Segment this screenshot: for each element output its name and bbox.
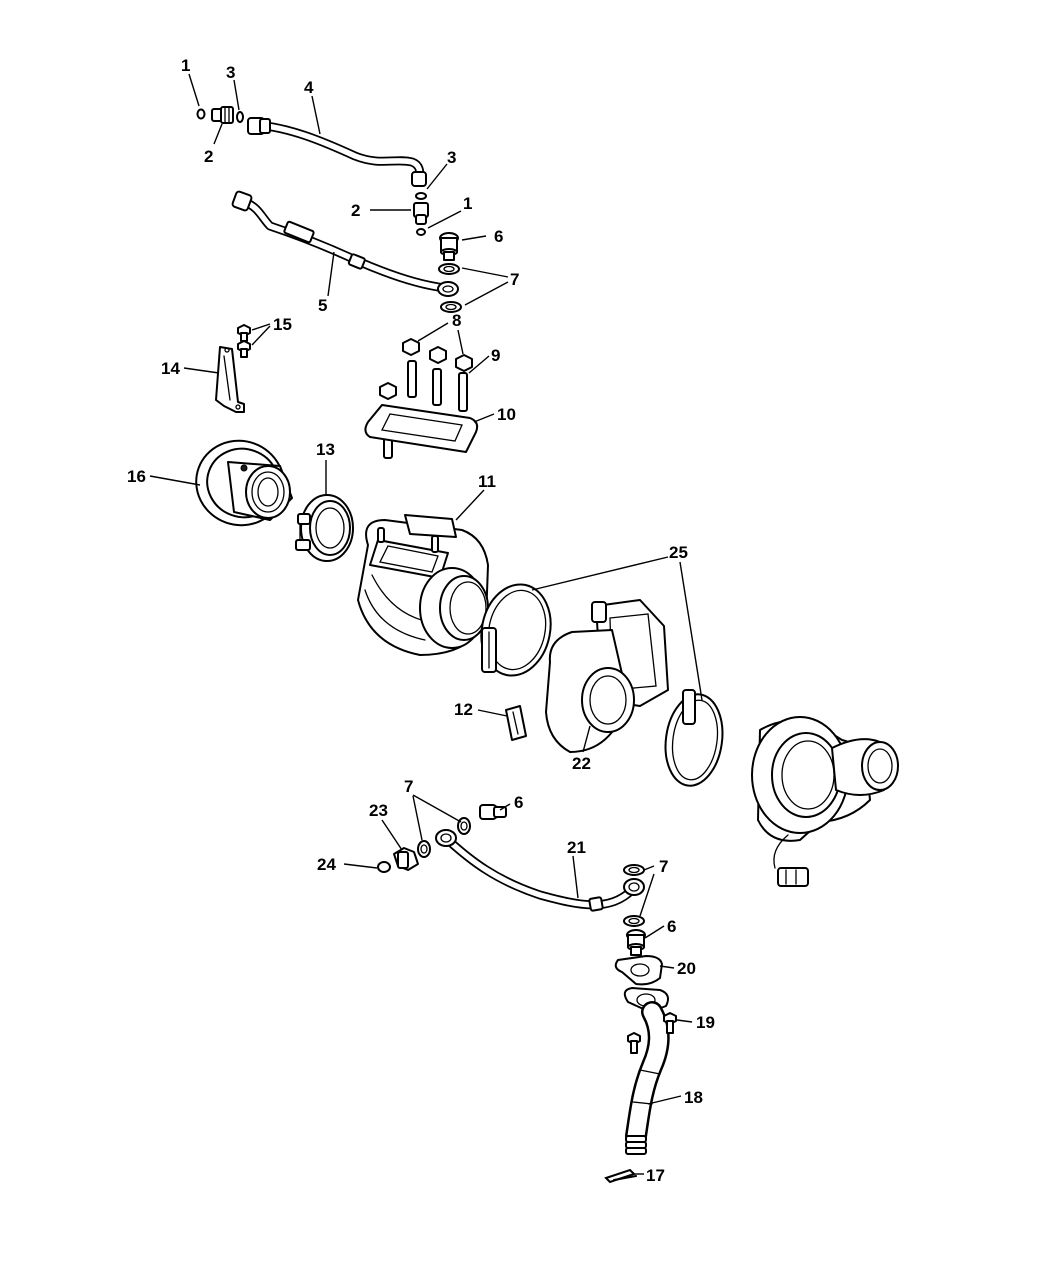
- leader-lines: [149, 73, 703, 1175]
- callout-3-upper: 3: [226, 63, 235, 82]
- part-7-washer-mid: [457, 817, 471, 835]
- part-10-gasket: [364, 404, 479, 453]
- callout-7-mid: 7: [404, 777, 413, 796]
- part-4-oil-feed-tube: [247, 117, 427, 187]
- callout-6-lower: 6: [667, 917, 676, 936]
- callout-7-upper: 7: [510, 270, 519, 289]
- callout-5: 5: [318, 296, 327, 315]
- part-2-fitting-mid: [413, 202, 429, 225]
- part-8-nuts: [379, 338, 473, 400]
- callout-19: 19: [696, 1013, 715, 1032]
- part-9-studs: [379, 360, 468, 459]
- callout-20: 20: [677, 959, 696, 978]
- part-17-clip: [604, 1168, 637, 1184]
- callout-13: 13: [316, 440, 335, 459]
- part-1-o-ring-upper: [196, 108, 206, 120]
- part-13-clamp-ring: [295, 494, 354, 562]
- callout-23: 23: [369, 801, 388, 820]
- part-25-vband-clamp-right: [664, 689, 724, 787]
- part-21-oil-drain-tube: [435, 829, 645, 912]
- part-23-adapter: [393, 847, 419, 871]
- part-7-washer-lower-left: [417, 840, 431, 858]
- callout-2-upper: 2: [204, 147, 213, 166]
- callout-22: 22: [572, 754, 591, 773]
- part-16-inlet-housing: [195, 439, 293, 527]
- part-1-o-ring-mid: [416, 228, 426, 236]
- part-6-banjo-bolt-upper: [439, 232, 459, 261]
- callout-21: 21: [567, 838, 586, 857]
- part-7-washers-upper: [438, 263, 462, 313]
- part-3-o-ring-mid: [415, 192, 427, 200]
- part-15-bolts: [237, 324, 251, 358]
- callout-2-mid: 2: [351, 201, 360, 220]
- callout-1-upper: 1: [181, 56, 190, 75]
- callout-24: 24: [317, 855, 336, 874]
- callout-10: 10: [497, 405, 516, 424]
- part-20-gasket: [614, 955, 663, 986]
- callout-12: 12: [454, 700, 473, 719]
- part-6-banjo-bolt-mid: [479, 804, 507, 820]
- part-12-block: [505, 705, 527, 741]
- callout-17: 17: [646, 1166, 665, 1185]
- part-3-o-ring-upper: [236, 111, 244, 123]
- callout-6-mid: 6: [514, 793, 523, 812]
- callout-4: 4: [304, 78, 314, 97]
- callout-6-upper: 6: [494, 227, 503, 246]
- callout-8: 8: [452, 311, 461, 330]
- part-18-oil-drain-pipe: [623, 987, 670, 1155]
- callout-7-lower: 7: [659, 857, 668, 876]
- callout-9: 9: [491, 346, 500, 365]
- callout-1-mid: 1: [463, 194, 472, 213]
- part-5-oil-tube: [231, 190, 459, 297]
- compressor-housing: [751, 716, 899, 887]
- part-11-turbine-housing: [357, 514, 489, 656]
- callout-25: 25: [669, 543, 688, 562]
- part-6-banjo-bolt-lower: [626, 929, 646, 956]
- callout-15: 15: [273, 315, 292, 334]
- callout-labels: 1 3 2 4 3 2 1 6 7 5 8 15 9 14 10 13 16 1…: [127, 56, 715, 1185]
- callout-16: 16: [127, 467, 146, 486]
- part-14-bracket: [215, 346, 245, 413]
- callout-18: 18: [684, 1088, 703, 1107]
- part-25-vband-clamp-left: [480, 583, 552, 677]
- part-2-fitting-upper: [211, 106, 234, 124]
- part-22-center-housing: [545, 599, 669, 753]
- part-19-bolts: [627, 1012, 677, 1054]
- part-24-o-ring: [377, 861, 391, 873]
- callout-14: 14: [161, 359, 180, 378]
- callout-3-mid: 3: [447, 148, 456, 167]
- callout-11: 11: [478, 472, 496, 491]
